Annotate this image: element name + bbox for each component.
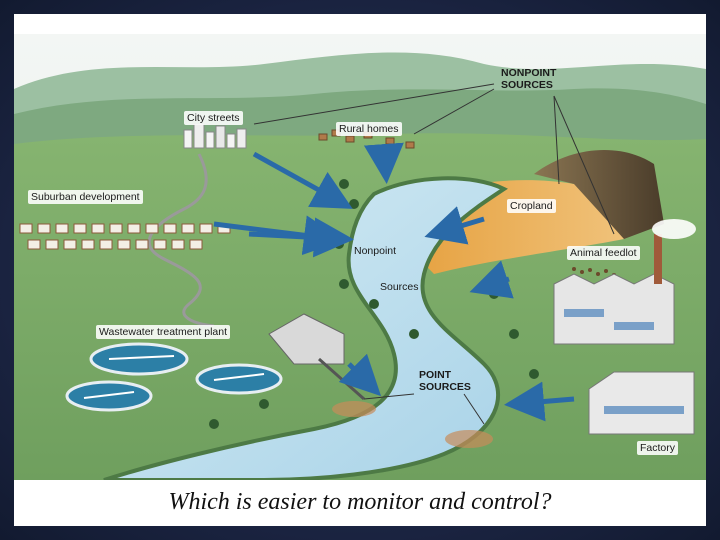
label-point-sources: POINT SOURCES (419, 369, 471, 393)
discharge-plume-1 (332, 401, 376, 417)
label-suburban-development: Suburban development (28, 190, 143, 204)
label-wastewater-treatment-plant: Wastewater treatment plant (96, 325, 230, 339)
label-point-line1: POINT (419, 369, 471, 381)
label-sources: Sources (380, 281, 419, 293)
label-nonpoint-line2: SOURCES (501, 79, 556, 91)
label-nonpoint-sources: NONPOINT SOURCES (501, 67, 556, 91)
label-point-line2: SOURCES (419, 381, 471, 393)
label-factory: Factory (637, 441, 678, 455)
label-cropland: Cropland (507, 199, 556, 213)
slide-caption: Which is easier to monitor and control? (14, 478, 706, 526)
label-animal-feedlot: Animal feedlot (567, 246, 640, 260)
label-city-streets: City streets (184, 111, 243, 125)
discharge-plume-2 (445, 430, 493, 448)
label-nonpoint: Nonpoint (354, 245, 396, 257)
arrow-rural (384, 146, 386, 174)
slide: NONPOINT SOURCES City streets Rural home… (14, 14, 706, 526)
label-rural-homes: Rural homes (336, 122, 402, 136)
label-nonpoint-line1: NONPOINT (501, 67, 556, 79)
pollution-sources-diagram: NONPOINT SOURCES City streets Rural home… (14, 34, 706, 480)
factory-lower (589, 372, 694, 434)
